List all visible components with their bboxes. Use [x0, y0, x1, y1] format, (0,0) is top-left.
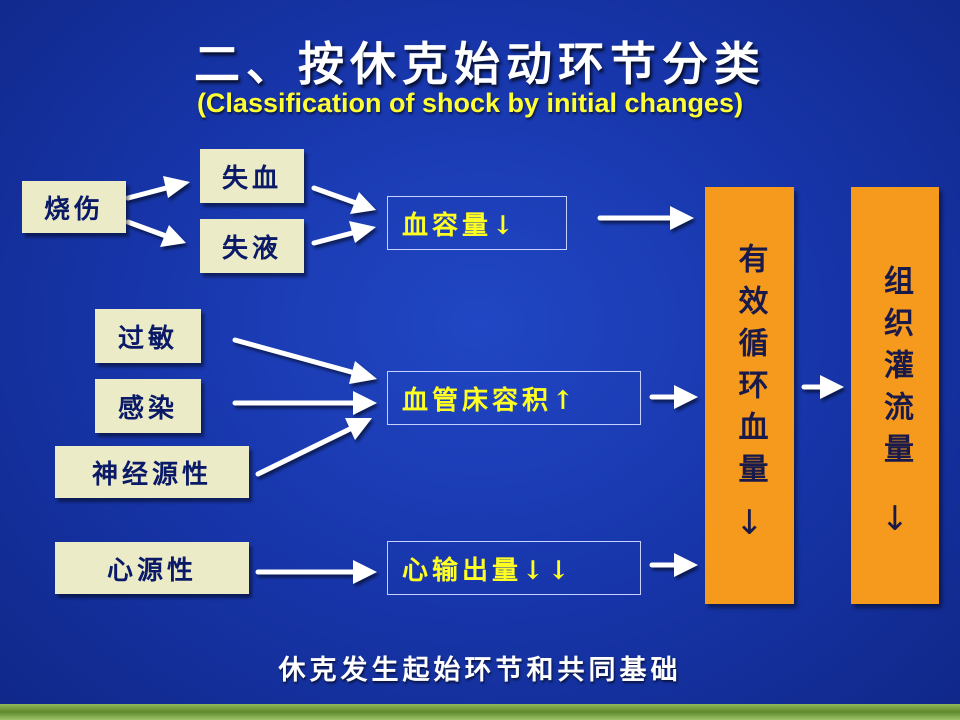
- arrow-ecbv-to-perfusion: [801, 375, 844, 399]
- slide-subtitle: (Classification of shock by initial chan…: [196, 88, 744, 118]
- cause-infection-label: 感染: [117, 393, 178, 424]
- effect-blood-volume-label: 血容量↓: [402, 210, 518, 241]
- perfusion-column: 组织灌流量 ↓: [851, 187, 939, 604]
- arrow-burn-to-blood-loss: [125, 176, 190, 201]
- arrow-fluid-loss-to-volume: [311, 221, 376, 246]
- cause-cardiogenic-label: 心源性: [106, 555, 197, 586]
- cause-blood-loss-label: 失血: [221, 163, 282, 194]
- cause-blood-loss: 失血: [200, 149, 304, 203]
- arrow-vascular-bed-to-ecbv: [649, 385, 698, 409]
- ecbv-down-arrow: ↓: [735, 503, 764, 543]
- arrow-burn-to-fluid-loss: [125, 219, 186, 247]
- cause-burn: 烧伤: [22, 181, 126, 233]
- effect-cardiac-output-label: 心输出量↓↓: [402, 555, 574, 586]
- arrow-cardiogenic-to-output: [255, 560, 377, 584]
- cause-neurogenic-label: 神经源性: [91, 459, 212, 490]
- cause-cardiogenic: 心源性: [55, 542, 249, 594]
- cause-allergy-label: 过敏: [117, 323, 178, 354]
- arrow-infection-to-vascular-bed: [232, 391, 377, 415]
- effect-vascular-bed: 血管床容积↑: [387, 371, 641, 425]
- arrow-volume-to-ecbv: [597, 206, 694, 230]
- cause-allergy: 过敏: [95, 309, 201, 363]
- grass-strip: [0, 704, 960, 720]
- arrow-allergy-to-vascular-bed: [232, 337, 377, 384]
- arrow-blood-loss-to-volume: [311, 185, 376, 214]
- cause-burn-label: 烧伤: [43, 194, 104, 225]
- footer-caption: 休克发生起始环节和共同基础: [278, 655, 682, 686]
- cause-infection: 感染: [95, 379, 201, 433]
- cause-fluid-loss-label: 失液: [221, 233, 282, 264]
- arrow-output-to-ecbv: [649, 553, 698, 577]
- slide-title: 二、按休克始动环节分类: [194, 37, 766, 91]
- effect-blood-volume: 血容量↓: [387, 196, 567, 250]
- cause-fluid-loss: 失液: [200, 219, 304, 273]
- arrow-neurogenic-to-vascular-bed: [255, 418, 372, 477]
- perfusion-label: 组织灌流量: [878, 265, 913, 475]
- effect-vascular-bed-label: 血管床容积↑: [402, 385, 578, 416]
- perfusion-down-arrow: ↓: [880, 499, 910, 539]
- cause-neurogenic: 神经源性: [55, 446, 249, 498]
- ecbv-column: 有效循环血量 ↓: [705, 187, 794, 604]
- ecbv-label: 有效循环血量: [732, 243, 768, 495]
- effect-cardiac-output: 心输出量↓↓: [387, 541, 641, 595]
